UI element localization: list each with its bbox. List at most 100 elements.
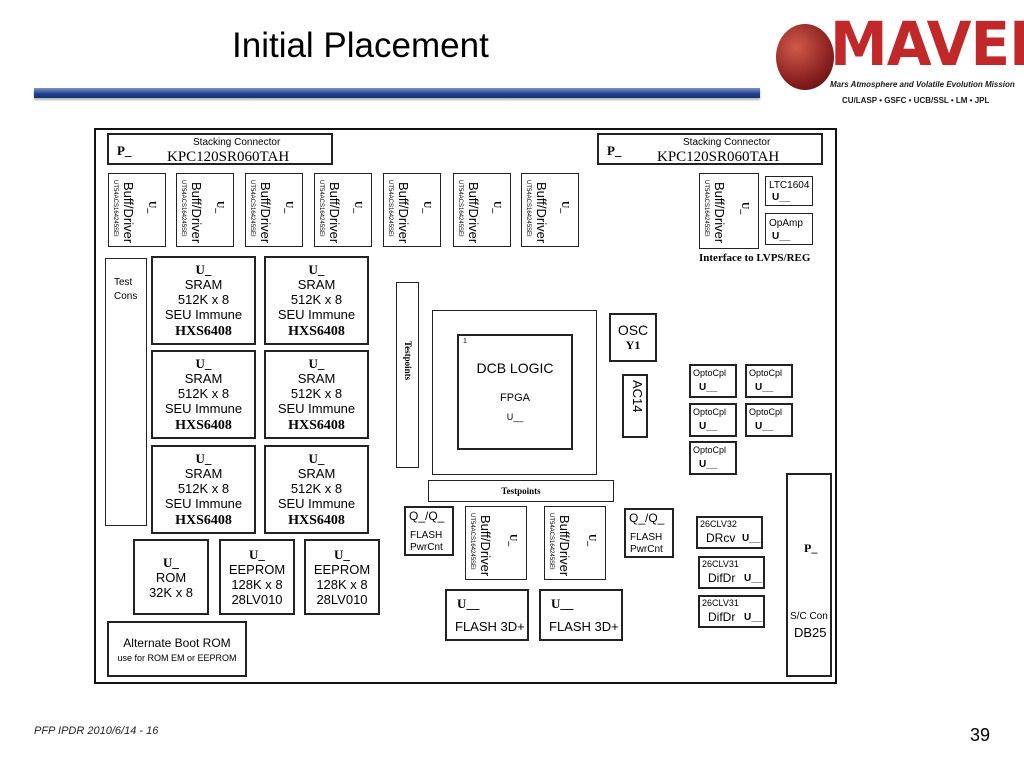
chip-part: OpAmp xyxy=(769,218,803,229)
eeprom-part: 28LV010 xyxy=(316,592,368,607)
fpga-ref: U__ xyxy=(506,412,524,422)
chip-ref: U__ xyxy=(699,421,718,432)
chip-part: UT54ACS164245SEI xyxy=(548,513,554,570)
testpoints-label: Testpoints xyxy=(403,341,413,381)
osc-label: OSC xyxy=(617,322,649,338)
flash-pwr-label2: PwrCnt xyxy=(410,542,443,553)
chip-ref: U_ xyxy=(249,547,265,562)
ac14-chip: AC14 xyxy=(622,374,648,438)
chip-ref: U__ xyxy=(551,596,574,611)
connector-label: Stacking Connector xyxy=(683,137,771,148)
chip-ref: U_ xyxy=(308,262,325,277)
testpoints-horizontal: Testpoints xyxy=(428,480,614,502)
chip-ref: U__ xyxy=(699,459,718,470)
chip-part: OptoCpl xyxy=(693,407,727,417)
flash-power-control-2: Q_/Q_ FLASH PwrCnt xyxy=(624,508,674,558)
chip-ref: U__ xyxy=(744,573,763,584)
chip-ref: U_ xyxy=(163,554,179,570)
sram-size: 512K x 8 xyxy=(290,386,343,401)
chip-part: OptoCpl xyxy=(693,445,727,455)
flash-pwr-label: FLASH xyxy=(410,530,443,541)
chip-part: OptoCpl xyxy=(749,407,783,417)
chip-ref: U_ xyxy=(559,201,570,214)
flash-power-control-1: Q_/Q_ FLASH PwrCnt xyxy=(404,506,454,556)
chip-part: UT54ACS164245SEI xyxy=(703,180,709,237)
eeprom-chip-2: U_ EEPROM 128K x 8 28LV010 xyxy=(304,539,380,615)
sram-seu: SEU Immune xyxy=(277,496,356,511)
chip-ref: U__ xyxy=(699,382,718,393)
alternate-boot-rom: Alternate Boot ROM use for ROM EM or EEP… xyxy=(107,621,247,677)
ltc1604-chip: LTC1604 U__ xyxy=(765,176,813,206)
sram-label: SRAM xyxy=(297,371,336,386)
chip-ref: U_ xyxy=(352,201,363,214)
chip-part: 26CLV31 xyxy=(702,598,739,608)
ac14-label: AC14 xyxy=(630,380,645,413)
sram-label: SRAM xyxy=(184,371,223,386)
page-number: 39 xyxy=(970,725,991,745)
fpga-logic-label: DCB LOGIC xyxy=(476,360,554,376)
rom-label: ROM xyxy=(155,569,187,585)
logo-wordmark: MAVEN xyxy=(830,8,1024,80)
chip-part: 26CLV32 xyxy=(700,519,737,529)
test-connector: Test Cons xyxy=(105,258,147,526)
connector-label: Stacking Connector xyxy=(193,137,281,148)
sram-seu: SEU Immune xyxy=(164,401,243,416)
sram-seu: SEU Immune xyxy=(277,401,356,416)
buffer-driver-label: Buff/Driver xyxy=(396,182,411,244)
sram-seu: SEU Immune xyxy=(164,496,243,511)
fpga-part: FPGA xyxy=(500,392,530,404)
buffer-driver-label: Buff/Driver xyxy=(712,182,727,244)
testpoints-label: Testpoints xyxy=(501,486,541,496)
buffer-driver-label: Buff/Driver xyxy=(557,515,572,577)
chip-ref: U_ xyxy=(195,356,212,371)
sram-size: 512K x 8 xyxy=(177,386,230,401)
sram-part: HXS6408 xyxy=(175,418,232,433)
oscillator: OSC Y1 xyxy=(609,313,657,362)
chip-ref: U_ xyxy=(507,534,518,547)
slide-footer: PFP IPDR 2010/6/14 - 16 xyxy=(34,725,159,737)
buffer-driver-label: Buff/Driver xyxy=(327,182,342,244)
osc-ref: Y1 xyxy=(625,338,641,352)
lvds-function: DRcv xyxy=(706,531,736,545)
sram-part: HXS6408 xyxy=(288,513,345,528)
flash-pwr-ref: Q_/Q_ xyxy=(629,511,665,525)
chip-part: OptoCpl xyxy=(693,368,727,378)
chip-part: UT54ACS164245SEI xyxy=(387,180,393,237)
flash-pwr-label: FLASH xyxy=(630,532,663,543)
opamp-chip: OpAmp U__ xyxy=(765,213,813,245)
buffer-driver-label: Buff/Driver xyxy=(478,515,493,577)
sram-seu: SEU Immune xyxy=(277,307,356,322)
chip-part: UT54ACS164245SEI xyxy=(469,513,475,570)
chip-ref: U__ xyxy=(744,612,763,623)
sram-part: HXS6408 xyxy=(288,324,345,339)
logo-subtitle: Mars Atmosphere and Volatile Evolution M… xyxy=(830,80,1015,89)
chip-ref: U_ xyxy=(491,201,502,214)
logo-partners: CU/LASP • GSFC • UCB/SSL • LM • JPL xyxy=(842,96,990,105)
chip-ref: U_ xyxy=(195,262,212,277)
lvds-function: DifDr xyxy=(708,571,736,585)
chip-ref: U_ xyxy=(195,451,212,466)
sc-con-label: S/C Con xyxy=(790,611,828,622)
sc-con-part: DB25 xyxy=(794,625,827,640)
eeprom-size: 128K x 8 xyxy=(231,577,283,592)
sram-part: HXS6408 xyxy=(288,418,345,433)
flash3d-chip-2: U__ FLASH 3D+ xyxy=(539,589,623,641)
sram-label: SRAM xyxy=(297,466,336,481)
alt-boot-title: Alternate Boot ROM xyxy=(123,635,231,650)
